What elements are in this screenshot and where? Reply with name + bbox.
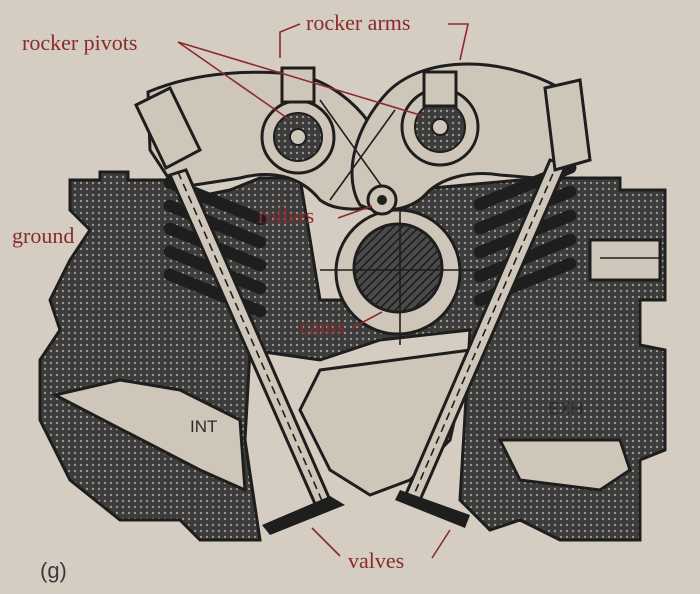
label-intake: INT [190,417,217,436]
cams-leader [351,311,383,329]
figure-label: (g) [40,558,67,583]
label-rollers: rollers [258,203,314,228]
exhaust-port-cavity [497,438,632,492]
exhaust-valve-head [395,490,470,528]
rollers-leader [337,205,373,219]
exhaust-valve-tappet [543,78,592,172]
intake-valve-tappet [134,85,202,171]
label-valves: valves [348,548,404,573]
intake-valve-head [262,496,345,535]
water-jacket [588,238,662,282]
rocker-arms-leader-left [279,23,301,58]
rocker-pivots-leader [177,41,421,121]
cam-lobe [352,222,444,314]
intake-pivot-bolt [280,66,316,104]
label-rocker-pivots: rocker pivots [22,30,137,55]
intake-port-cavity [50,378,247,493]
rocker-arms-leader-right [448,23,469,61]
label-exhaust: EXH [548,399,583,418]
label-cams: cams [300,314,345,339]
valves-leader [311,527,451,559]
exhaust-pivot-bolt [422,70,458,108]
label-ground: ground [12,223,74,248]
label-rocker-arms: rocker arms [306,10,410,35]
